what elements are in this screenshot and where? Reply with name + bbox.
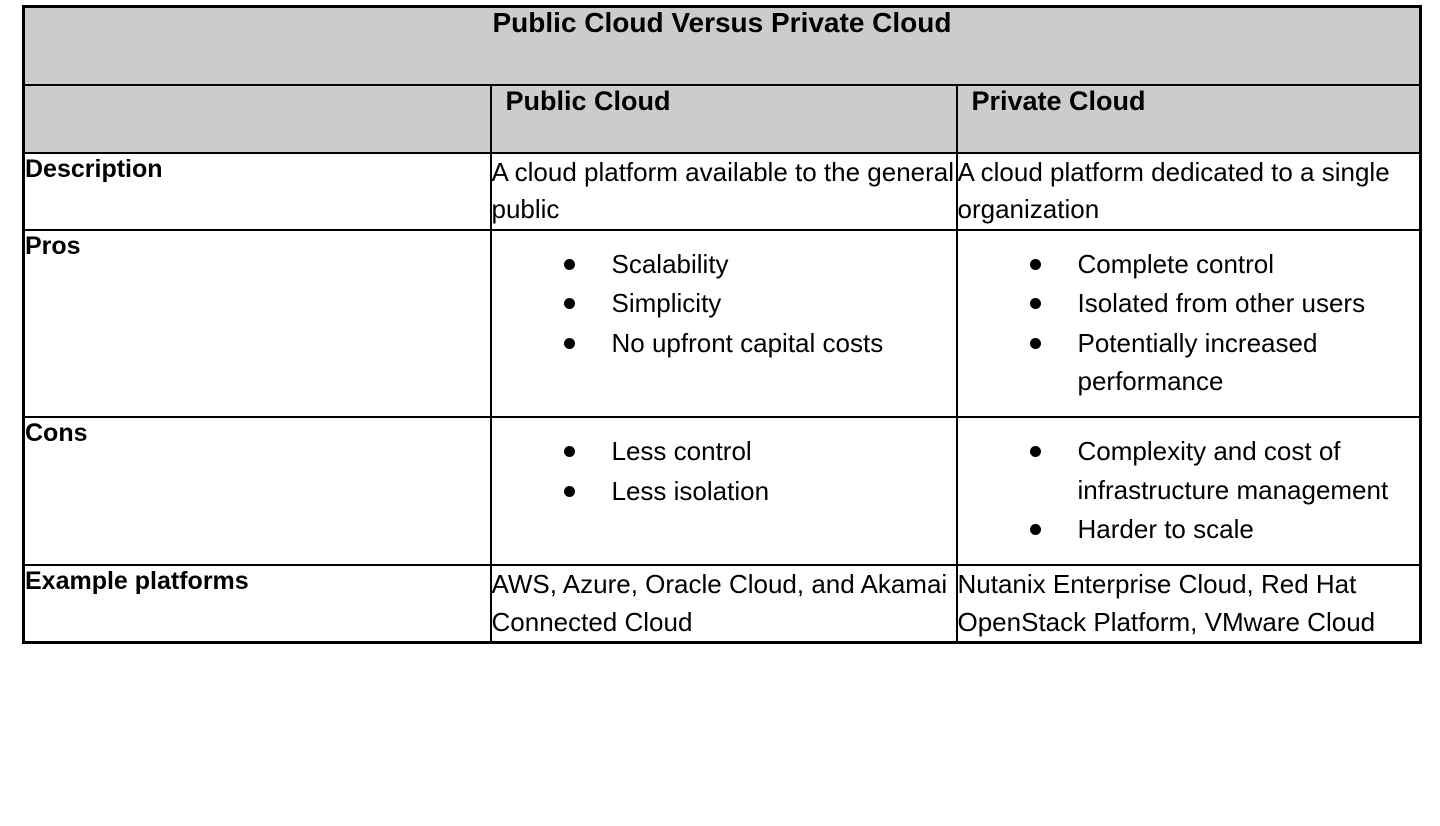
header-cell-blank xyxy=(22,84,492,154)
cell-cons-private: Complexity and cost of infrastructure ma… xyxy=(955,416,1422,567)
table-header-row: Public Cloud Private Cloud xyxy=(22,84,1422,154)
list-item: Less isolation xyxy=(563,472,946,510)
list-item: No upfront capital costs xyxy=(563,324,946,362)
bullet-list-pros-public: Scalability Simplicity No upfront capita… xyxy=(492,245,956,362)
header-label-private-cloud: Private Cloud xyxy=(971,86,1146,116)
cell-pros-public: Scalability Simplicity No upfront capita… xyxy=(489,228,958,419)
row-label-pros: Pros xyxy=(22,228,492,419)
row-label-description: Description xyxy=(22,152,492,231)
row-label-cons: Cons xyxy=(22,416,492,567)
table-title-row: Public Cloud Versus Private Cloud xyxy=(22,5,1422,86)
row-label-example-platforms: Example platforms xyxy=(22,564,492,644)
cell-cons-public: Less control Less isolation xyxy=(489,416,958,567)
list-item: Scalability xyxy=(563,245,946,283)
cell-description-private: A cloud platform dedicated to a single o… xyxy=(955,152,1422,231)
list-item: Simplicity xyxy=(563,284,946,322)
comparison-table: Public Cloud Versus Private Cloud Public… xyxy=(22,5,1422,645)
table-row-description: Description A cloud platform available t… xyxy=(22,152,1422,231)
bullet-list-cons-private: Complexity and cost of infrastructure ma… xyxy=(958,432,1420,548)
cell-example-platforms-public: AWS, Azure, Oracle Cloud, and Akamai Con… xyxy=(489,564,958,644)
list-item: Complexity and cost of infrastructure ma… xyxy=(1029,432,1410,509)
table-title: Public Cloud Versus Private Cloud xyxy=(492,7,952,38)
table-row-example-platforms: Example platforms AWS, Azure, Oracle Clo… xyxy=(22,564,1422,644)
cell-description-public: A cloud platform available to the genera… xyxy=(489,152,958,231)
list-item: Isolated from other users xyxy=(1029,284,1410,322)
header-label-public-cloud: Public Cloud xyxy=(505,86,671,116)
cell-example-platforms-private: Nutanix Enterprise Cloud, Red Hat OpenSt… xyxy=(955,564,1422,644)
header-cell-private-cloud: Private Cloud xyxy=(955,84,1422,154)
table-row-cons: Cons Less control Less isolation Complex… xyxy=(22,416,1422,567)
bullet-list-pros-private: Complete control Isolated from other use… xyxy=(958,245,1420,400)
cell-pros-private: Complete control Isolated from other use… xyxy=(955,228,1422,419)
header-cell-public-cloud: Public Cloud xyxy=(489,84,958,154)
list-item: Complete control xyxy=(1029,245,1410,283)
list-item: Less control xyxy=(563,432,946,470)
table-row-pros: Pros Scalability Simplicity No upfront c… xyxy=(22,228,1422,419)
bullet-list-cons-public: Less control Less isolation xyxy=(492,432,956,510)
table-title-cell: Public Cloud Versus Private Cloud xyxy=(22,5,1422,86)
list-item: Potentially increased performance xyxy=(1029,324,1410,401)
list-item: Harder to scale xyxy=(1029,510,1410,548)
